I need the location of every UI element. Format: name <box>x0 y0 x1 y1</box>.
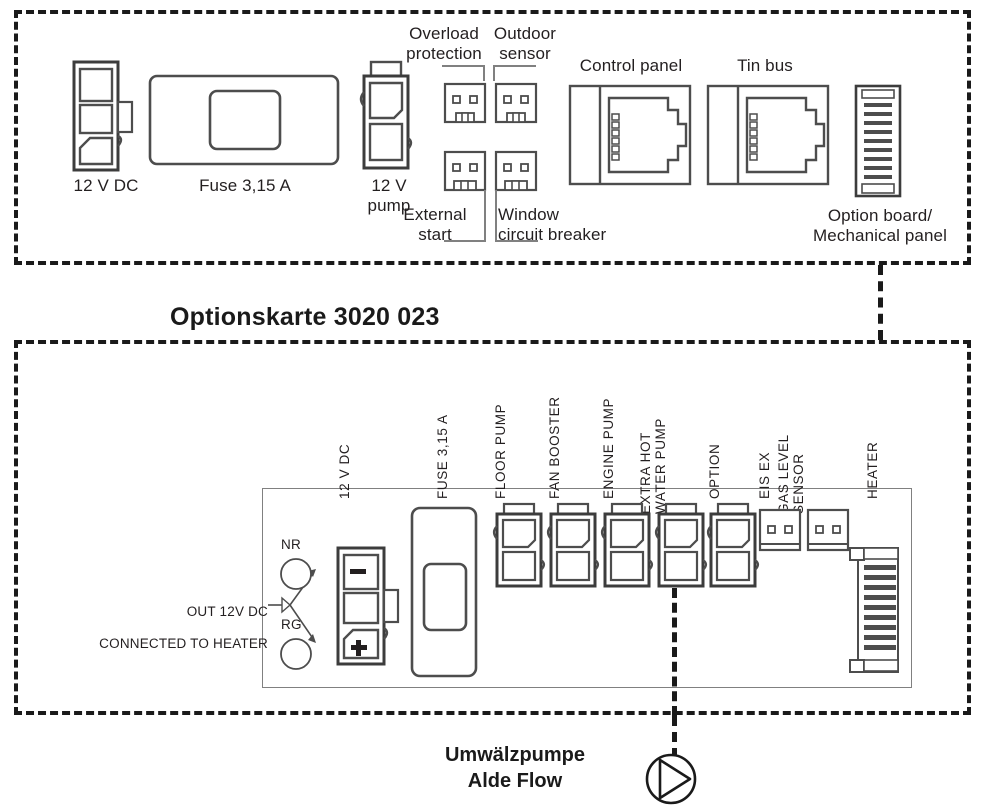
label-fuse-top: Fuse 3,15 A <box>199 176 291 195</box>
connector-external-start <box>443 150 487 192</box>
connector-option-board-top <box>852 84 906 198</box>
label-12v-pump-top: 12 V pump <box>367 176 411 215</box>
connector-overload-protection <box>443 82 487 124</box>
pump-symbol <box>644 752 698 806</box>
connector-outdoor-sensor <box>494 82 538 124</box>
vlabel-extra-hot-water-pump: EXTRA HOT WATER PUMP <box>638 418 668 514</box>
leader-overload-protection <box>440 64 486 82</box>
leader-outdoor-sensor <box>492 64 538 82</box>
connector-fan-booster <box>546 502 602 588</box>
label-window-circuit-breaker: Window circuit breaker <box>498 205 607 244</box>
vlabel-eis-ex: EIS EX <box>757 451 772 499</box>
connector-control-panel <box>568 84 692 186</box>
pump-connection-dashed-line <box>672 588 677 716</box>
connector-heater <box>848 544 904 680</box>
vlabel-floor-pump: FLOOR PUMP <box>493 403 508 499</box>
connector-fuse-bottom <box>410 506 478 678</box>
caption-umwaelzpumpe: Umwälzpumpe Alde Flow <box>444 744 586 792</box>
note-line-1: OUT 12V DC <box>186 604 268 619</box>
label-option-board: Option board/ Mechanical panel <box>813 206 947 245</box>
top-panel-dashed-border <box>14 10 971 265</box>
vlabel-gas-level-sensor: GAS LEVEL SENSOR <box>776 434 806 514</box>
label-tin-bus: Tin bus <box>737 56 793 75</box>
leader-external-start <box>440 190 488 244</box>
panel-link-dashed-line <box>878 265 883 340</box>
connector-12v-dc-bottom <box>334 546 400 668</box>
connector-12v-pump-top <box>358 60 418 174</box>
vlabel-fuse: FUSE 3,15 A <box>435 414 450 499</box>
connector-extra-hot-water-pump <box>654 502 710 588</box>
connector-floor-pump <box>492 502 548 588</box>
bottom-panel-dashed-border <box>14 340 971 715</box>
vlabel-heater: HEATER <box>865 441 880 499</box>
vlabel-fan-booster: FAN BOOSTER <box>547 396 562 499</box>
vlabel-12v-dc: 12 V DC <box>337 443 352 499</box>
connector-tin-bus <box>706 84 830 186</box>
connector-engine-pump <box>600 502 656 588</box>
label-outdoor-sensor: Outdoor sensor <box>493 24 557 63</box>
terminal-nr <box>278 556 314 592</box>
pump-connection-dashed-line-lower <box>672 716 677 758</box>
connector-gas-level-sensor <box>806 508 850 556</box>
leader-window-circuit-breaker <box>492 190 540 244</box>
connector-eis-ex <box>758 508 802 556</box>
label-control-panel: Control panel <box>579 56 683 75</box>
terminal-rg <box>278 636 314 672</box>
connector-option <box>706 502 762 588</box>
terminal-nr-label: NR <box>281 537 301 552</box>
note-line-2: CONNECTED TO HEATER <box>99 636 268 651</box>
terminal-rg-label: RG <box>281 617 302 632</box>
page-title-optionskarte: Optionskarte 3020 023 <box>170 303 440 331</box>
vlabel-engine-pump: ENGINE PUMP <box>601 397 616 499</box>
connector-fuse-top <box>148 74 340 166</box>
note-out-12v-dc: OUT 12V DC CONNECTED TO HEATER <box>28 588 268 652</box>
label-overload-protection: Overload protection <box>406 24 482 63</box>
label-external-start: External start <box>403 205 467 244</box>
connector-12v-dc-top <box>70 60 140 175</box>
label-12v-dc-top: 12 V DC <box>73 176 139 195</box>
connector-window-circuit-breaker <box>494 150 538 192</box>
vlabel-option: OPTION <box>707 443 722 499</box>
